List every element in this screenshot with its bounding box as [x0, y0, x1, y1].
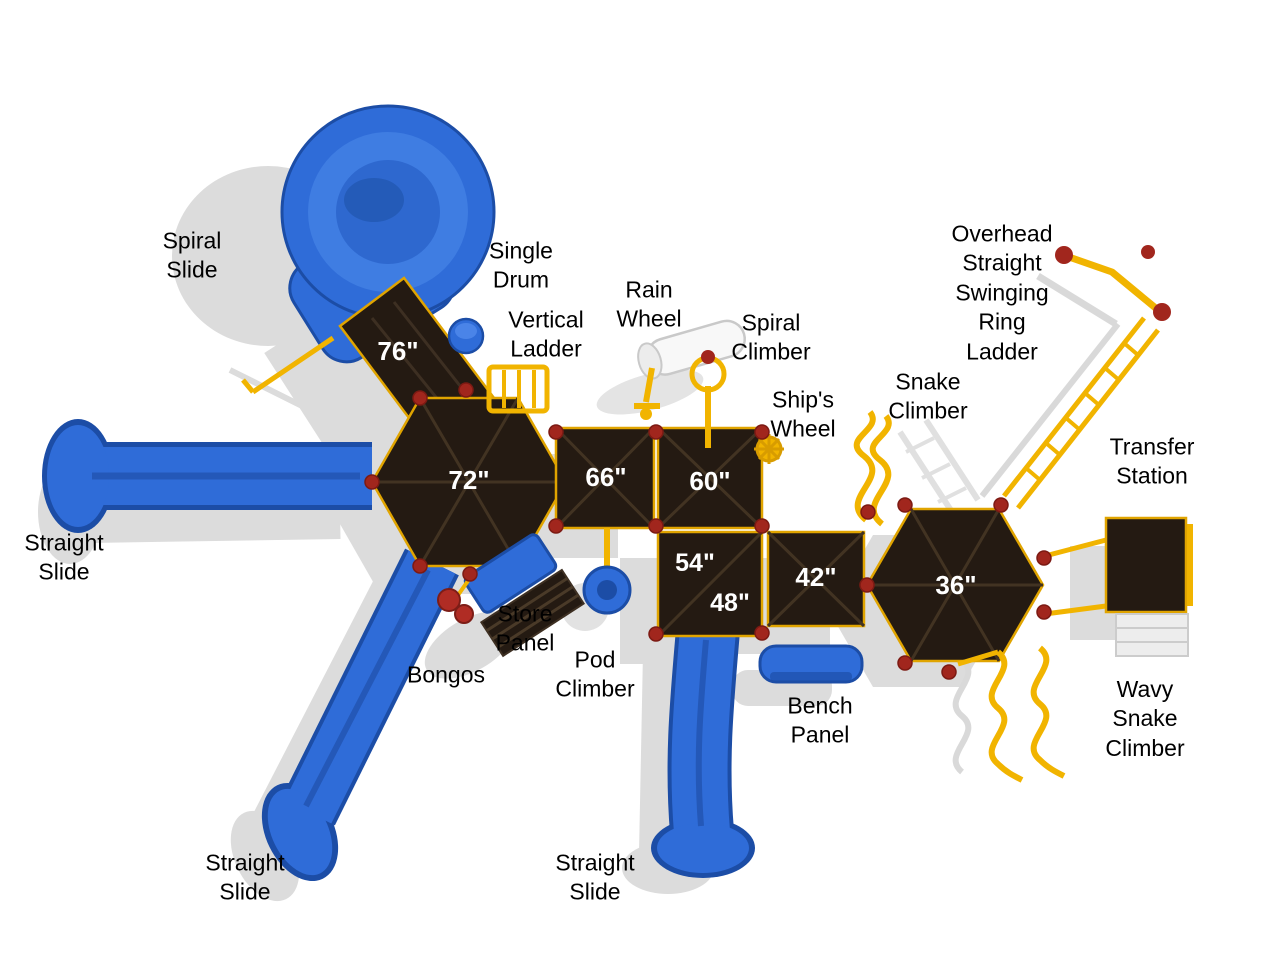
deck-label-42: 42"	[795, 562, 836, 592]
ships-wheel-shape	[754, 434, 784, 464]
label-wavy-snake-climber: Wavy Snake Climber	[1105, 675, 1185, 761]
label-rain-wheel: Rain Wheel	[616, 276, 682, 332]
deck-label-48: 48"	[710, 589, 750, 617]
label-overhead-ring-ladder: Overhead Straight Swinging Ring Ladder	[951, 220, 1053, 365]
label-straight-slide-bottom-center: Straight Slide	[555, 849, 635, 905]
deck-36-hexagon	[865, 507, 1045, 663]
label-pod-climber: Pod Climber	[555, 646, 635, 702]
spiral-climber-shape	[689, 350, 727, 448]
bench-panel-shape	[758, 644, 864, 684]
transfer-station-steps	[1115, 613, 1189, 657]
entry-rail-shape	[241, 335, 335, 395]
label-straight-slide-bottom-left: Straight Slide	[205, 849, 285, 905]
label-single-drum: Single Drum	[489, 237, 553, 293]
deck-label-60: 60"	[689, 466, 730, 496]
label-transfer-station: Transfer Station	[1109, 433, 1195, 489]
rain-wheel-shape	[634, 319, 746, 420]
deck-label-36: 36"	[935, 570, 976, 600]
deck-54-48	[656, 530, 764, 638]
straight-slide-left-shape	[42, 419, 372, 533]
store-panel-shape	[463, 533, 558, 614]
pod-climber-shape	[582, 528, 632, 615]
label-vertical-ladder: Vertical Ladder	[508, 306, 584, 362]
straight-slide-bottom-left-shape	[261, 548, 459, 882]
label-bongos: Bongos	[406, 661, 486, 688]
label-spiral-slide: Spiral Slide	[162, 227, 222, 283]
deck-label-66: 66"	[585, 462, 626, 492]
connector-dots	[364, 382, 1052, 680]
single-drum-shape	[447, 317, 485, 355]
label-store-panel: Store Panel	[495, 600, 555, 656]
vertical-ladder-shape	[486, 364, 550, 414]
stairs-shape	[479, 568, 586, 658]
overhead-ring-ladder-shape	[1002, 245, 1171, 510]
deck-label-54: 54"	[675, 549, 715, 577]
deck-42	[766, 530, 866, 628]
label-ships-wheel: Ship's Wheel	[770, 386, 836, 442]
deck-label-72: 72"	[448, 465, 489, 495]
label-snake-climber: Snake Climber	[888, 368, 968, 424]
label-bench-panel: Bench Panel	[787, 692, 853, 748]
deck-66	[554, 426, 656, 530]
transfer-station-deck	[1044, 516, 1193, 617]
snake-climber-shape	[853, 410, 892, 527]
wavy-snake-climber-shape	[957, 645, 1066, 783]
deck-label-76: 76"	[377, 336, 418, 366]
straight-slide-bottom-center-shape	[651, 627, 755, 878]
deck-60	[656, 426, 764, 530]
label-spiral-climber: Spiral Climber	[731, 309, 811, 365]
spiral-slide-shape	[280, 104, 496, 364]
label-straight-slide-left: Straight Slide	[24, 529, 104, 585]
